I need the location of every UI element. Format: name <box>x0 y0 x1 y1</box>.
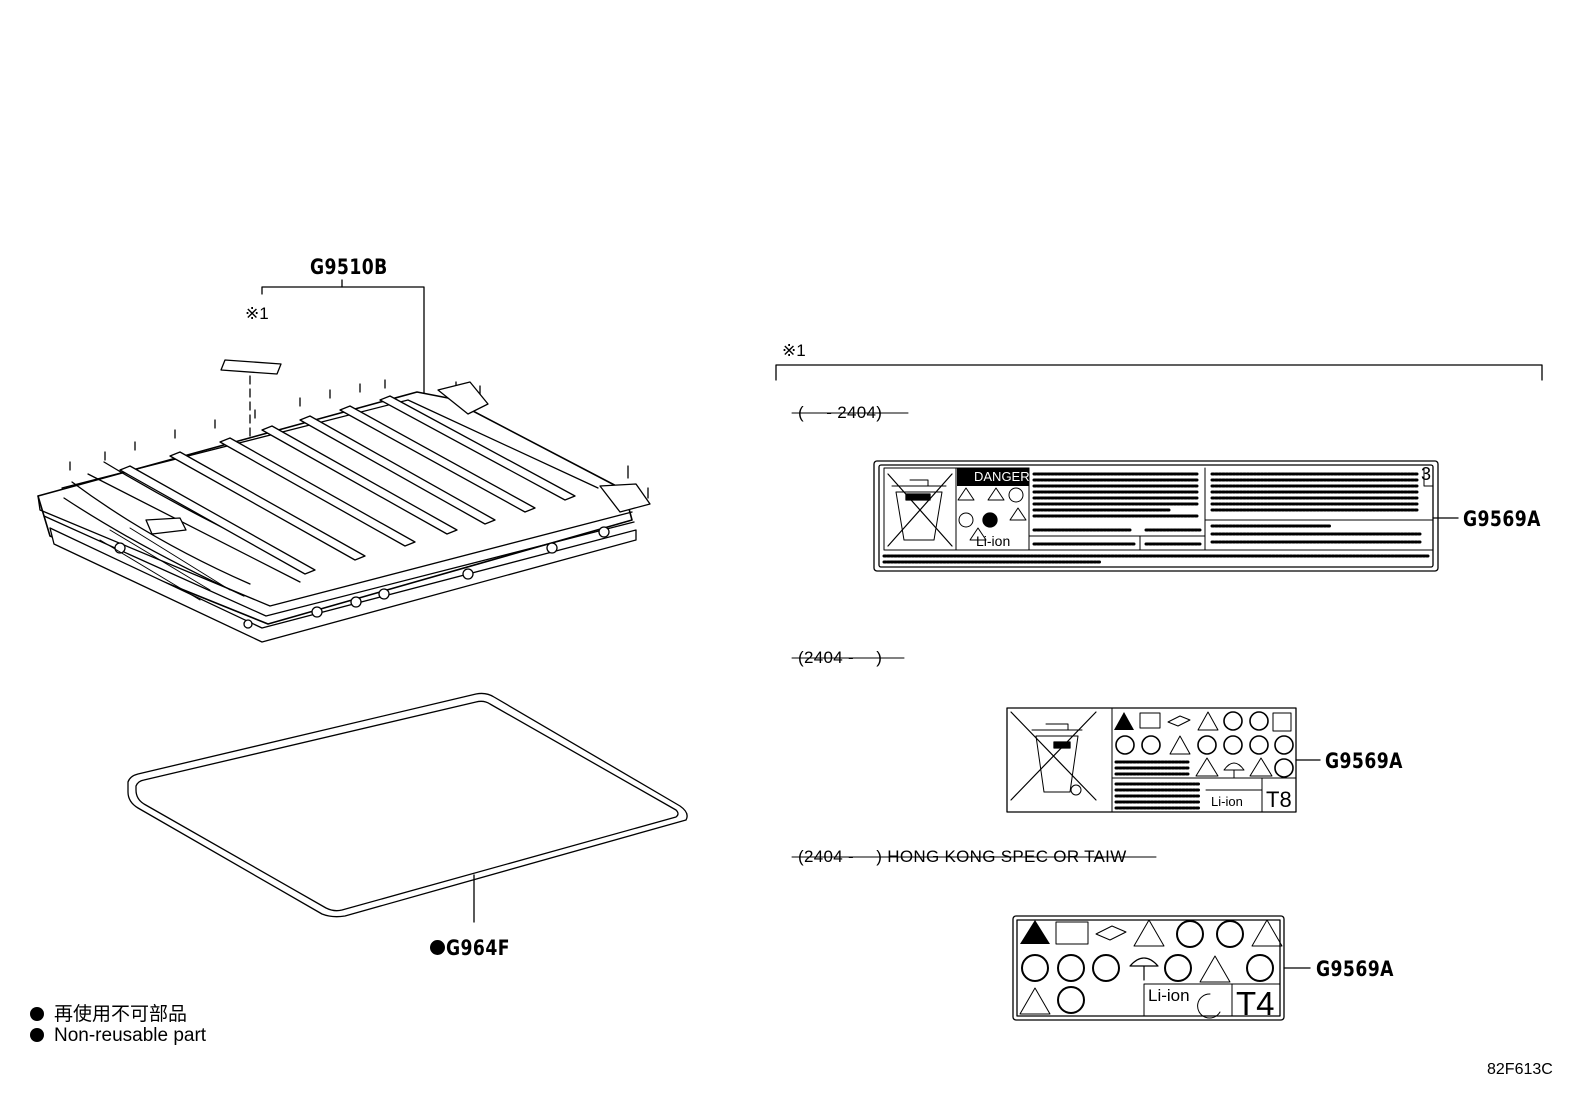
section-after-2404-hk: (2404 - ) HONG KONG SPEC OR TAIW <box>798 847 1127 866</box>
gasket-illustration <box>127 692 688 923</box>
legend-english: Non-reusable part <box>30 1025 206 1047</box>
legend-japanese-text: 再使用不可部品 <box>54 1004 188 1025</box>
label-1-danger-text: DANGER <box>974 469 1030 484</box>
legend-english-text: Non-reusable part <box>54 1025 207 1046</box>
label-2-part-number[interactable]: G9569A <box>1325 749 1403 773</box>
label-2-drawing <box>1006 707 1321 813</box>
label-3-part-number[interactable]: G9569A <box>1316 957 1394 981</box>
legend-japanese: 再使用不可部品 <box>30 999 187 1026</box>
label-1-page-number: 3 <box>1421 464 1432 484</box>
label-1-part-number[interactable]: G9569A <box>1463 507 1541 531</box>
section-after-2404: (2404 - ) <box>798 648 883 667</box>
label-1-drawing <box>873 460 1459 572</box>
note-ref-marker: ※1 <box>245 304 269 323</box>
bullet-dot-icon <box>30 1028 44 1042</box>
gasket-part-number[interactable]: G964F <box>446 936 510 960</box>
detail-note-marker: ※1 <box>782 341 806 360</box>
non-reusable-dot-icon <box>430 940 445 955</box>
label-3-drawing <box>1012 915 1311 1021</box>
bullet-dot-icon <box>30 1007 44 1021</box>
label-1-li-ion: Li-ion <box>976 533 1011 549</box>
label-2-li-ion: Li-ion <box>1211 794 1243 809</box>
note-sticker <box>220 359 282 375</box>
battery-part-number[interactable]: G9510B <box>310 255 388 279</box>
label-3-li-ion: Li-ion <box>1148 986 1190 1005</box>
label-3-code: T4 <box>1236 985 1275 1022</box>
battery-pack-illustration <box>37 379 651 643</box>
label-2-code: T8 <box>1266 787 1292 812</box>
detail-bracket <box>775 364 1543 381</box>
figure-id: 82F613C <box>1487 1061 1553 1078</box>
section-before-2404: ( - 2404) <box>798 403 883 422</box>
battery-leader-line <box>261 286 425 398</box>
